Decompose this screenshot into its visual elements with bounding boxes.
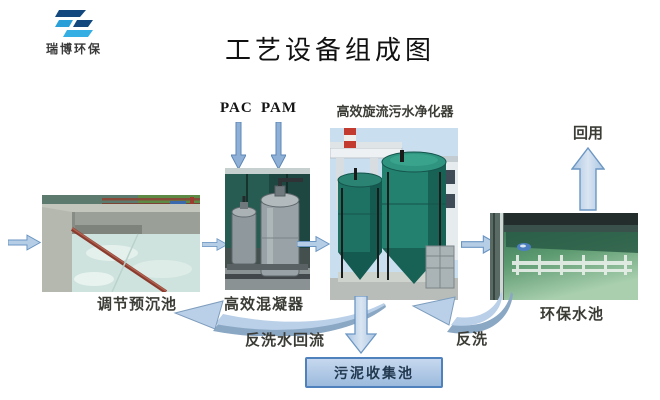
pac-dosing-arrow-icon [231,122,246,170]
sludge-down-arrow-icon [345,296,377,354]
logo: 瑞博环保 [44,10,104,57]
label-coagulator: 高效混凝器 [223,297,304,313]
flow-arrow-2-icon [297,235,330,253]
label-reuse: 回用 [572,126,603,142]
reuse-up-arrow-icon [571,147,605,211]
chemical-label-pac: PAC [220,100,253,116]
photo-cyclone-purifier [329,128,458,300]
backwash-curved-arrow-icon [411,292,513,334]
chemical-label-pam: PAM [261,100,298,116]
photo-coagulator [225,168,310,290]
pam-dosing-arrow-icon [271,122,286,170]
photo-pre-sedimentation-tank [42,195,200,294]
sludge-tank-box: 污泥收集池 [305,357,443,388]
label-eco-pool: 环保水池 [539,307,604,323]
page-title: 工艺设备组成图 [224,36,435,65]
flow-arrow-1-icon [202,237,228,252]
logo-text: 瑞博环保 [45,42,102,56]
label-pre-sedimentation-tank: 调节预沉池 [96,297,177,313]
inlet-flow-arrow-icon [8,234,41,251]
backwash-return-curved-arrow-icon [173,300,386,336]
label-sludge-tank: 污泥收集池 [334,366,414,382]
label-cyclone-purifier: 高效旋流污水净化器 [336,104,454,119]
label-backwash: 反洗 [455,332,488,348]
label-backwash-return: 反洗水回流 [244,333,325,349]
company-logo-icon [55,10,93,37]
photo-eco-pool [490,213,638,300]
